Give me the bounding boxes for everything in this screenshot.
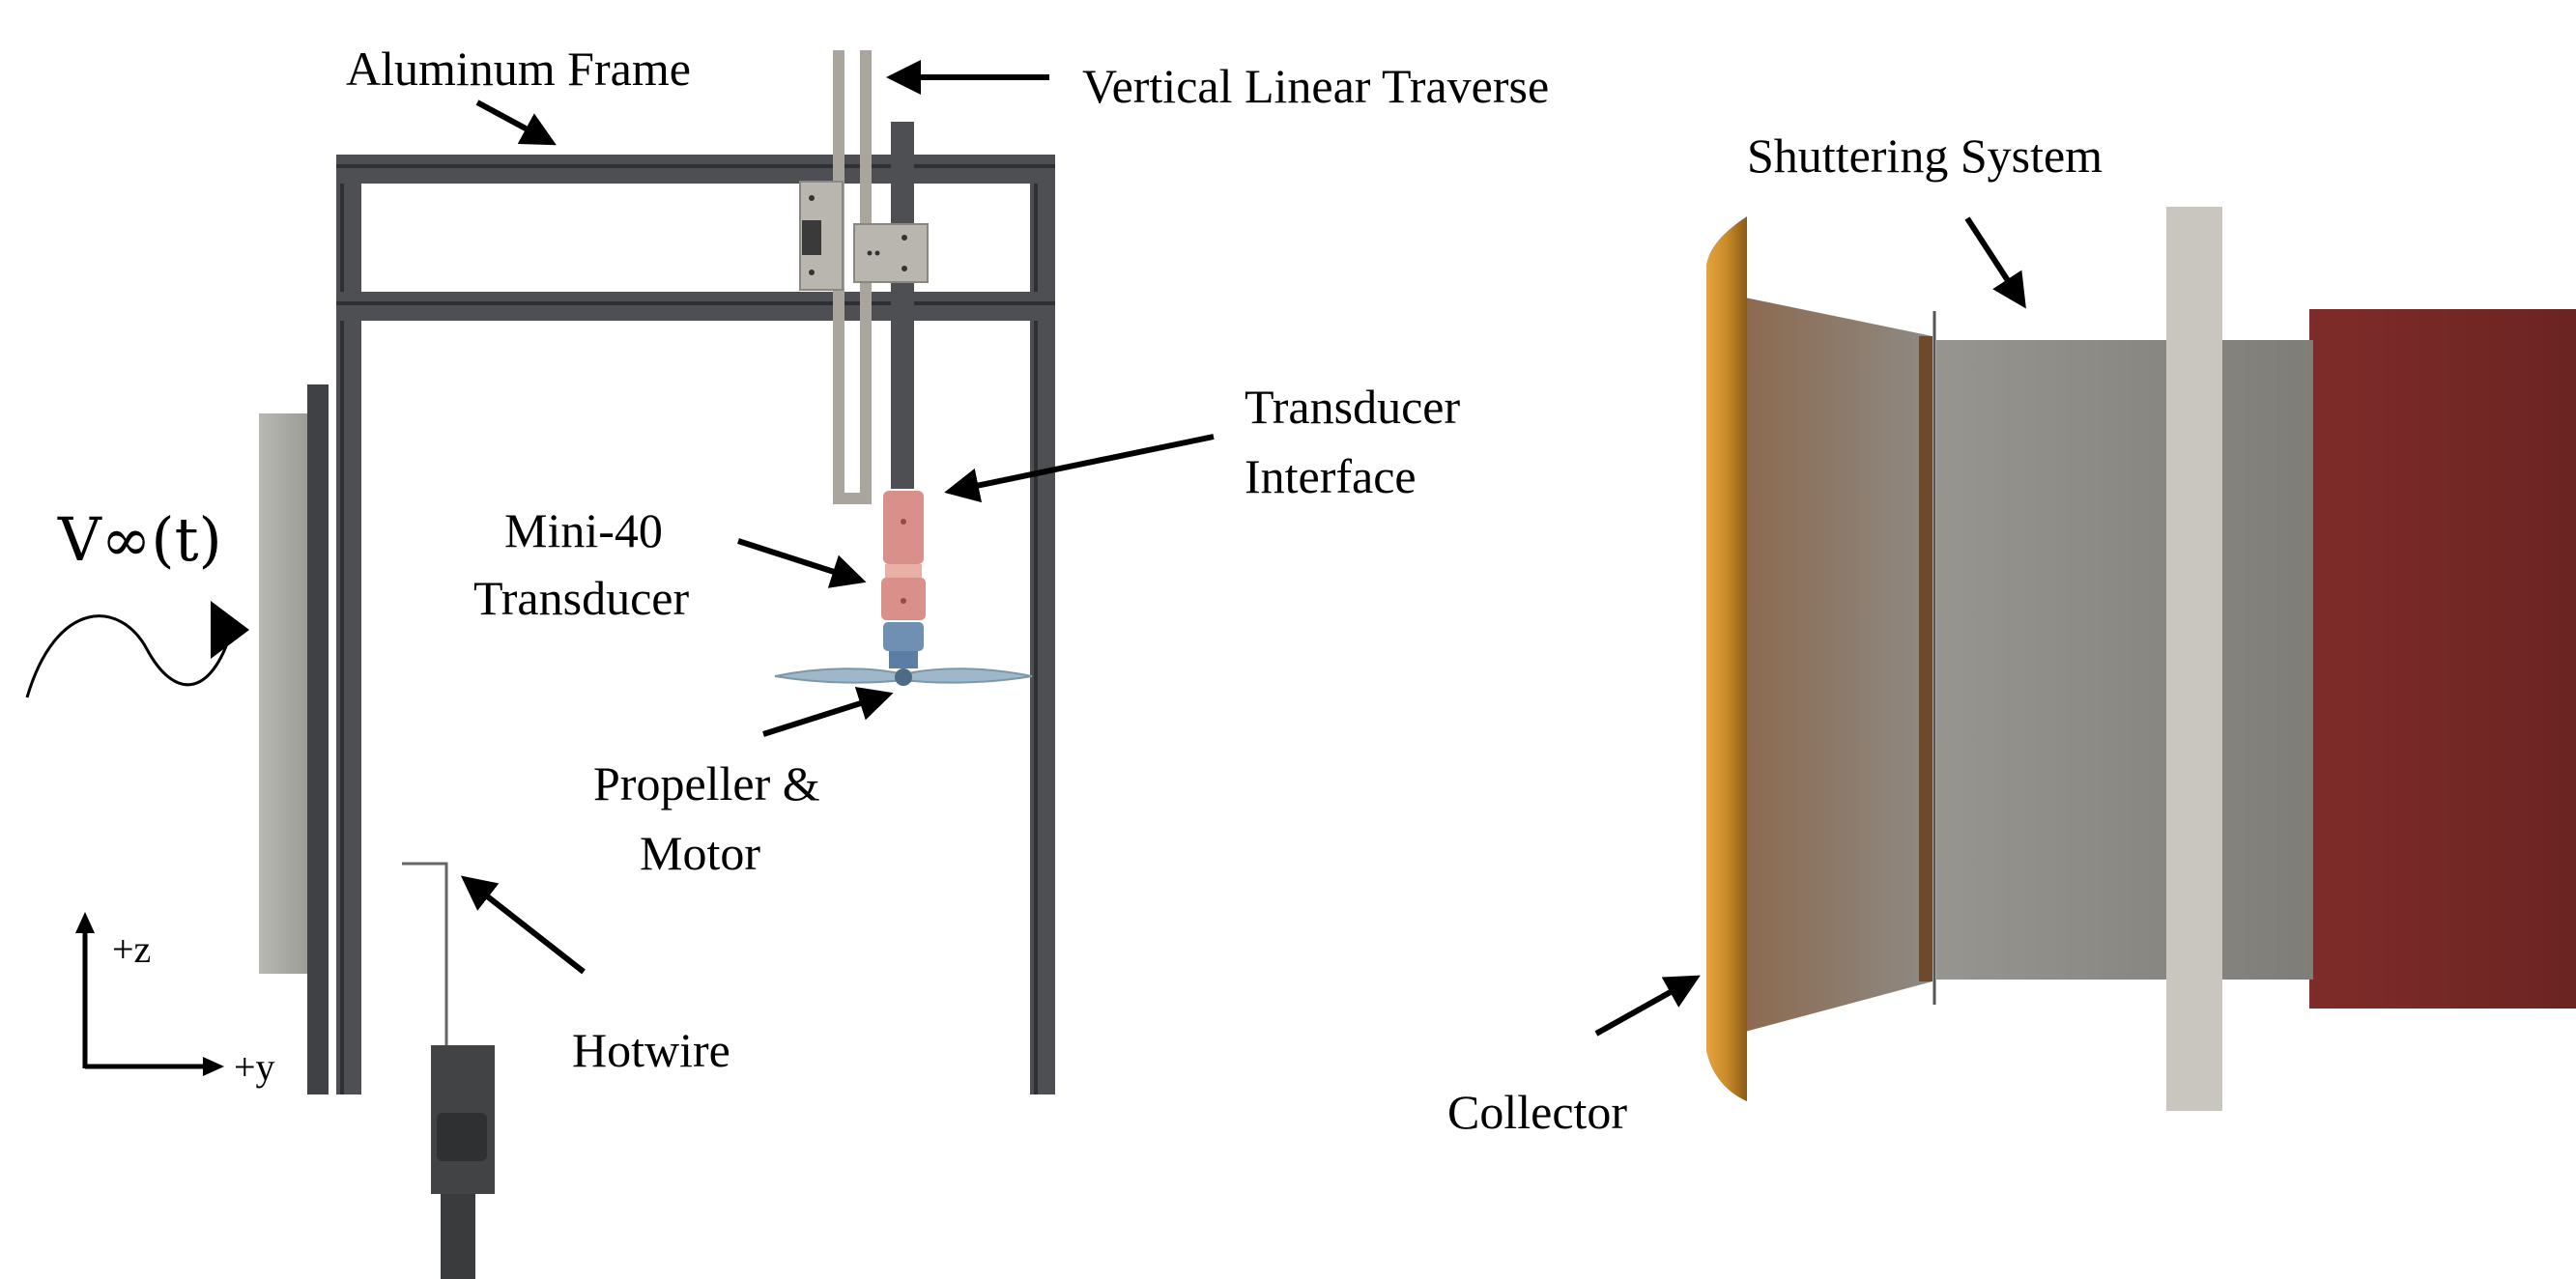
label-shuttering-system: Shuttering System bbox=[1747, 128, 2103, 183]
annotation-arrows bbox=[460, 60, 2026, 1037]
flow-wave bbox=[25, 601, 249, 698]
shuttering-ring bbox=[2166, 207, 2222, 1111]
vertical-linear-traverse bbox=[799, 50, 929, 504]
label-transducer-interface-line2: Interface bbox=[1245, 449, 1417, 503]
transducer-assembly bbox=[881, 491, 926, 668]
label-axis-y: +y bbox=[234, 1045, 275, 1089]
label-aluminum-frame: Aluminum Frame bbox=[346, 42, 691, 96]
label-mini40-line2: Transducer bbox=[473, 571, 689, 625]
label-propeller-line1: Propeller & bbox=[593, 756, 820, 810]
label-propeller-line2: Motor bbox=[640, 826, 760, 880]
label-mini40-line1: Mini-40 bbox=[504, 503, 663, 557]
aluminum-frame bbox=[307, 155, 1055, 1094]
label-hotwire: Hotwire bbox=[572, 1023, 730, 1077]
label-transducer-interface-line1: Transducer bbox=[1245, 380, 1460, 434]
test-section bbox=[1936, 340, 2313, 980]
diffuser bbox=[2309, 309, 2576, 1009]
label-vertical-traverse: Vertical Linear Traverse bbox=[1082, 59, 1549, 113]
inlet-panel bbox=[259, 413, 307, 974]
label-axis-z: +z bbox=[112, 927, 151, 971]
label-velocity: V∞(t) bbox=[57, 504, 222, 575]
axis-indicator bbox=[75, 912, 224, 1076]
contraction bbox=[1745, 298, 1936, 1032]
label-collector: Collector bbox=[1447, 1085, 1627, 1139]
propeller bbox=[774, 668, 1033, 686]
hotwire-probe bbox=[402, 862, 495, 1279]
collector bbox=[1706, 216, 1747, 1101]
